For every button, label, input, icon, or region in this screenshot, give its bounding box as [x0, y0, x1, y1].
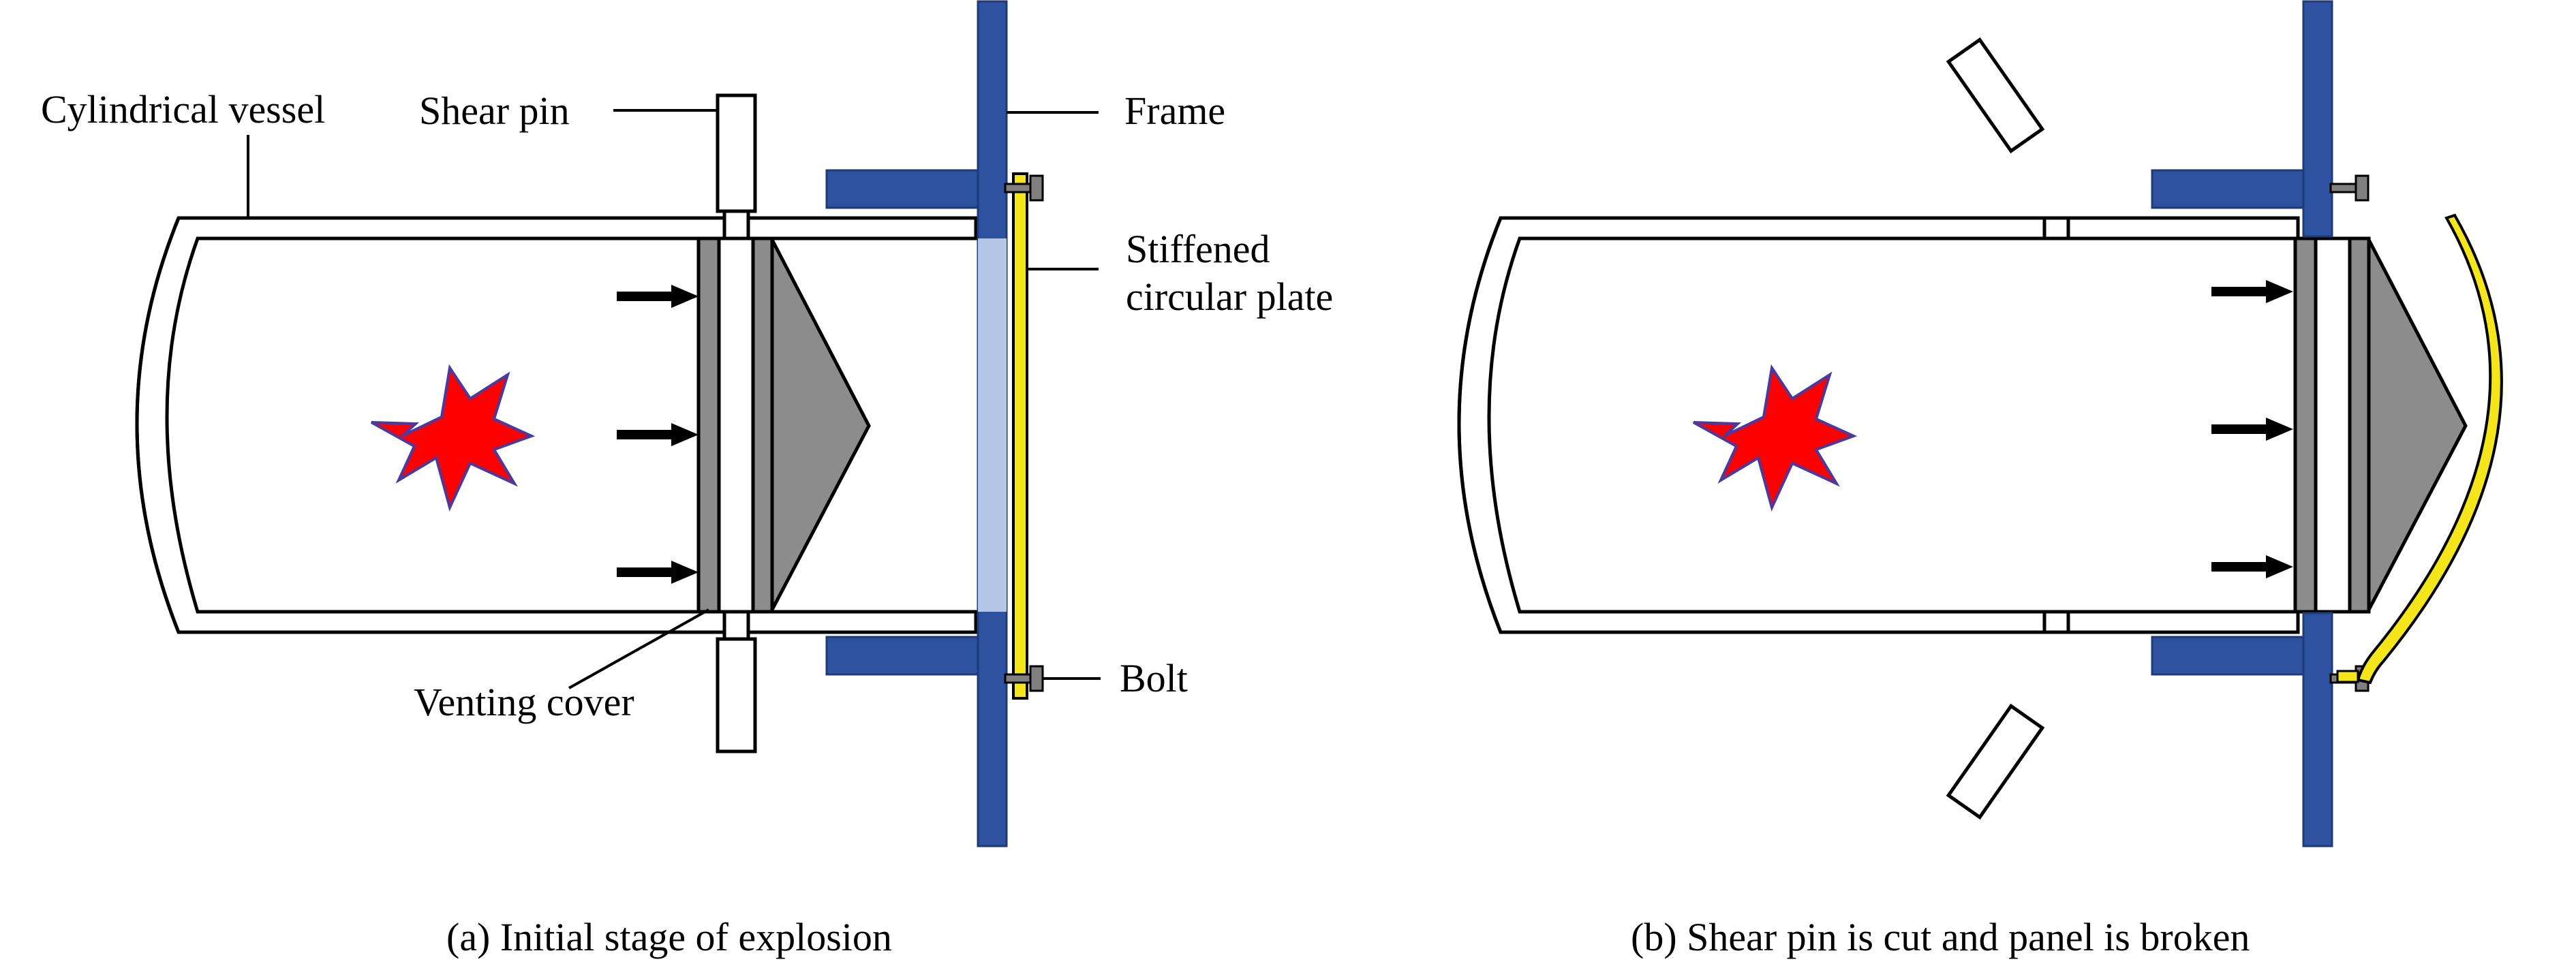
label-frame: Frame	[1124, 89, 1225, 133]
bolts	[1004, 174, 1044, 692]
label-cylindrical-vessel: Cylindrical vessel	[41, 87, 325, 131]
pressure-arrows-b	[2211, 280, 2293, 578]
caption-a: (a) Initial stage of explosion	[446, 915, 892, 959]
leader-lines	[247, 109, 1101, 689]
broken-stiffened-plate	[2356, 213, 2503, 685]
shear-pin-top	[716, 93, 757, 240]
sheared-pin-fragments	[1946, 37, 2045, 820]
venting-cover	[696, 236, 871, 614]
cylindrical-vessel-b	[1457, 216, 2300, 634]
frame-b	[2151, 0, 2333, 847]
shear-pin-bottom	[716, 610, 757, 753]
panel-b: (b) Shear pin is cut and panel is broken	[1457, 0, 2503, 959]
label-stiffened: Stiffened	[1126, 227, 1270, 271]
caption-b: (b) Shear pin is cut and panel is broken	[1631, 915, 2250, 959]
panel-a: Cylindrical vessel Shear pin Frame Stiff…	[41, 0, 1333, 959]
frame-opening	[978, 238, 1007, 612]
label-circular-plate: circular plate	[1126, 275, 1333, 319]
bolt-stub-b	[2336, 670, 2359, 683]
label-venting-cover: Venting cover	[414, 680, 634, 724]
venting-cover-b	[2293, 236, 2468, 614]
stiffened-circular-plate	[1012, 172, 1028, 700]
explosion-icon	[371, 364, 536, 512]
pressure-arrows	[617, 285, 699, 584]
cylindrical-vessel	[135, 216, 978, 634]
explosion-icon-b	[1693, 364, 1858, 512]
label-bolt: Bolt	[1120, 656, 1188, 700]
label-shear-pin: Shear pin	[419, 89, 570, 133]
